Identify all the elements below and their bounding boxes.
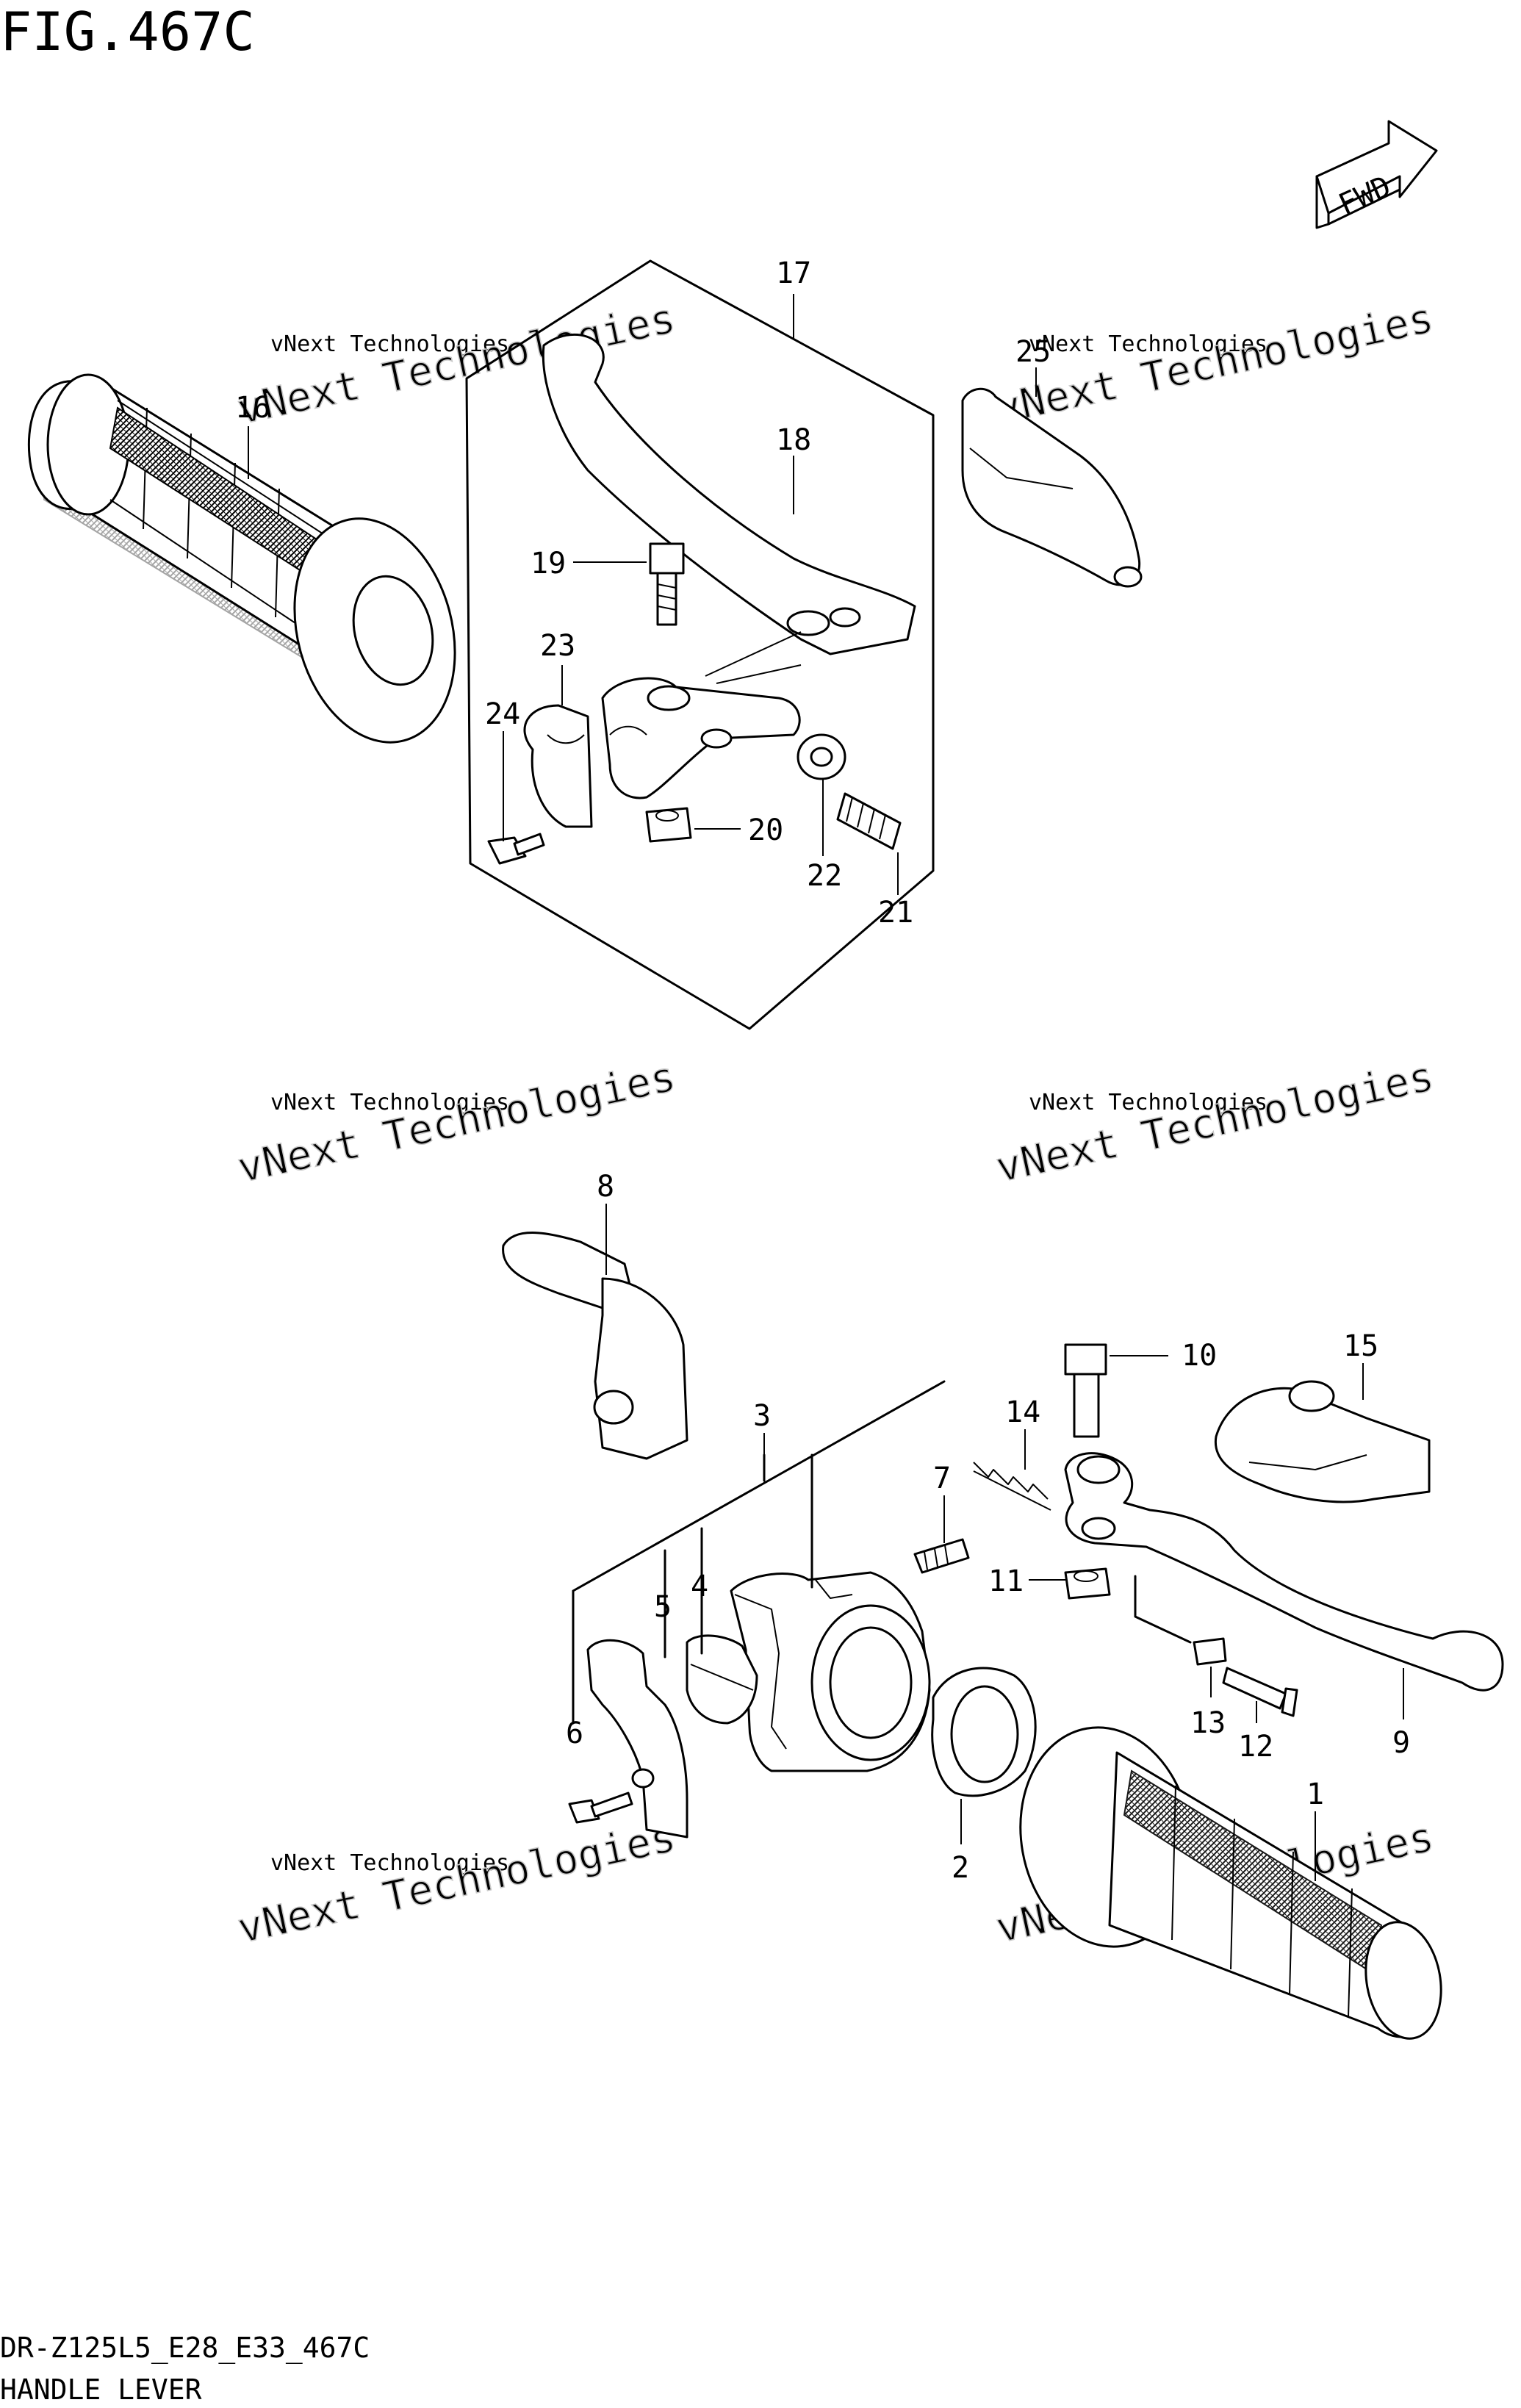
callout-13: 13: [1190, 1706, 1226, 1740]
part-25-lever-cover: [961, 387, 1143, 588]
part-11-nut: [1064, 1567, 1111, 1600]
callout-24: 24: [485, 697, 520, 731]
callout-20: 20: [748, 813, 783, 847]
part-22-adjuster-washer: [797, 733, 846, 780]
bracket-group-3: [572, 1380, 946, 1725]
callout-14: 14: [1005, 1395, 1040, 1429]
callout-10: 10: [1182, 1339, 1217, 1373]
callout-7: 7: [933, 1462, 951, 1495]
forward-arrow-icon: FWD: [1315, 120, 1438, 229]
part-13-nut: [1193, 1637, 1227, 1666]
callout-11: 11: [988, 1564, 1024, 1598]
callout-12: 12: [1238, 1730, 1273, 1764]
callout-6: 6: [566, 1717, 583, 1750]
assembly-box-17: [465, 259, 935, 1030]
callout-9: 9: [1392, 1726, 1410, 1760]
callout-22: 22: [807, 859, 842, 893]
part-15-lever-cover: [1214, 1380, 1431, 1503]
model-code: DR-Z125L5_E28_E33_467C: [0, 2332, 370, 2365]
part-4-throttle-pulley: [686, 1634, 758, 1725]
part-21-adjuster-bolt: [836, 792, 902, 850]
part-20-nut: [645, 807, 692, 843]
part-16-left-grip: [27, 373, 456, 744]
part-14-spring: [973, 1462, 1051, 1511]
callout-1: 1: [1306, 1778, 1324, 1811]
svg-text:vNext Technologies: vNext Technologies: [270, 1850, 509, 1876]
callout-8: 8: [597, 1170, 614, 1204]
part-3-throttle-housing: [730, 1571, 931, 1772]
figure-title: FIG.467C: [0, 1, 255, 62]
svg-text:vNext Technologies: vNext Technologies: [991, 295, 1437, 434]
part-12-adjuster-screw: [1222, 1667, 1298, 1717]
part-2-throttle-ring: [931, 1667, 1037, 1797]
callout-18: 18: [776, 423, 811, 457]
part-7-screw: [913, 1538, 970, 1574]
callout-2: 2: [952, 1851, 969, 1885]
watermark-middle-right: vNext Technologies vNext Technologies: [991, 1052, 1439, 1193]
callout-25: 25: [1015, 335, 1051, 369]
part-5-cover-plate: [586, 1639, 688, 1839]
svg-text:vNext Technologies: vNext Technologies: [270, 1090, 509, 1115]
watermark-bottom-left: vNext Technologies vNext Technologies: [233, 1813, 680, 1953]
callout-21: 21: [878, 896, 913, 930]
callout-23: 23: [540, 629, 575, 663]
svg-text:vNext Technologies: vNext Technologies: [270, 331, 509, 357]
part-24-clamp-screw: [487, 833, 545, 865]
bracket-group-9-10: [1134, 1575, 1192, 1644]
part-23-clamp: [523, 704, 593, 828]
callout-19: 19: [531, 547, 566, 581]
callout-16: 16: [235, 391, 270, 425]
part-19-pivot-bolt: [649, 542, 685, 626]
callout-4: 4: [691, 1570, 708, 1603]
callout-17: 17: [776, 256, 811, 290]
svg-text:vNext Technologies: vNext Technologies: [1029, 1090, 1268, 1115]
callout-5: 5: [654, 1590, 672, 1624]
section-name: HANDLE LEVER: [0, 2373, 202, 2406]
watermark-top-right: vNext Technologies vNext Technologies: [991, 294, 1439, 434]
part-23-lever-bracket: [601, 631, 802, 799]
svg-text:vNext Technologies: vNext Technologies: [992, 1052, 1438, 1192]
part-8-cable-guide: [502, 1232, 688, 1460]
svg-text:vNext Technologies: vNext Technologies: [234, 1814, 680, 1953]
part-9-clutch-lever: [1064, 1452, 1504, 1692]
callout-3: 3: [753, 1399, 771, 1433]
part-18-brake-lever: [542, 333, 916, 655]
part-10-pivot-bolt: [1064, 1343, 1107, 1438]
svg-text:vNext Technologies: vNext Technologies: [1029, 331, 1268, 357]
part-6-screw: [568, 1791, 633, 1824]
part-1-right-grip: [1019, 1726, 1442, 2040]
callout-15: 15: [1343, 1329, 1378, 1363]
